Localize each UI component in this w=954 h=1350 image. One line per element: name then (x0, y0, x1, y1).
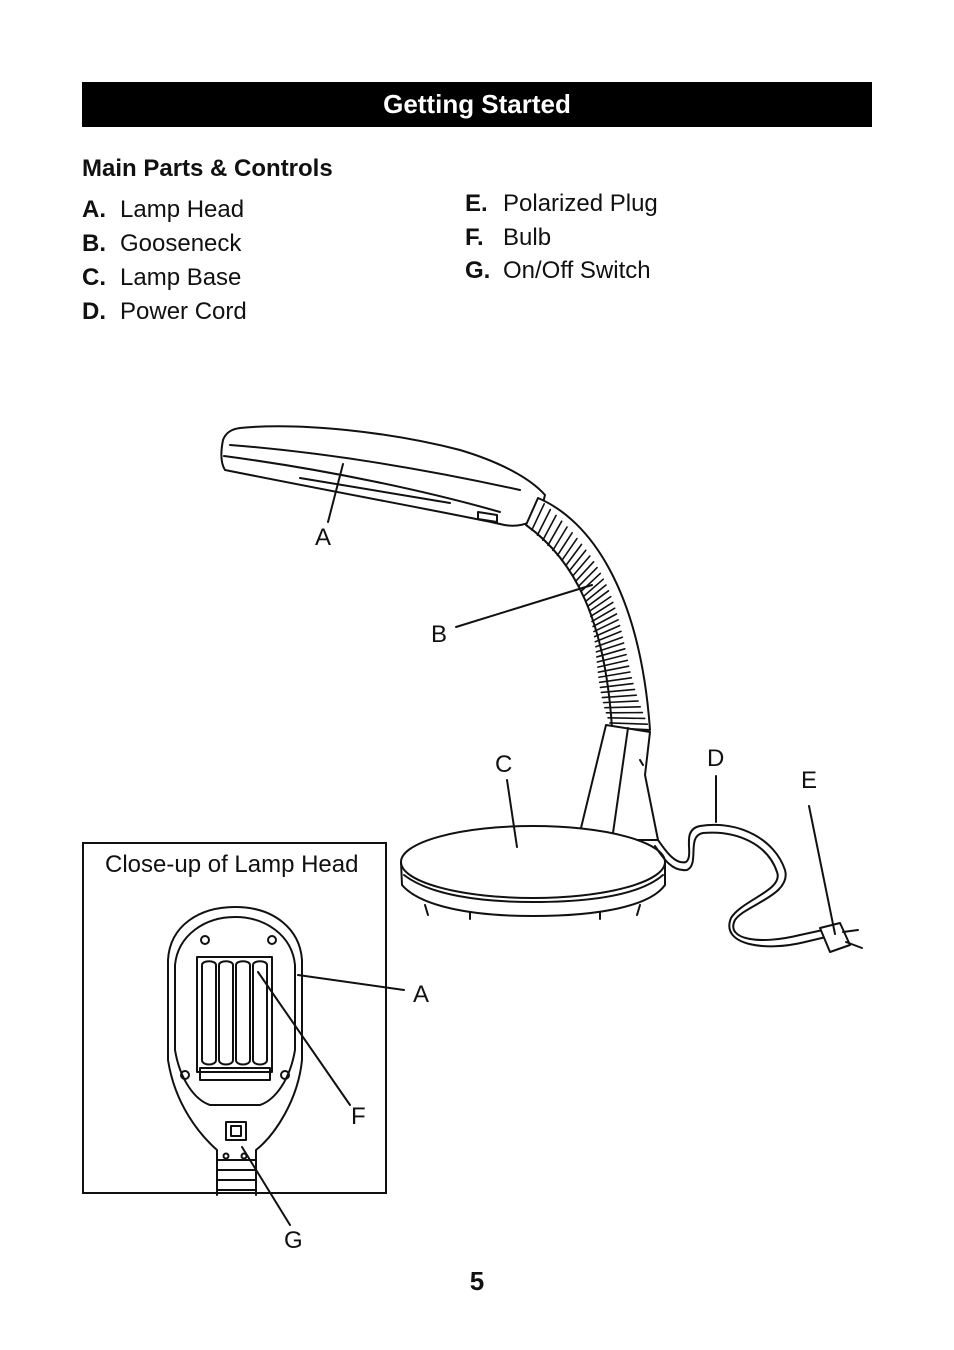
gooseneck-rib (604, 705, 641, 709)
gooseneck-rib (589, 601, 614, 618)
gooseneck-rib (578, 566, 598, 587)
power-cord-drawing (654, 823, 827, 948)
gooseneck-rib (556, 531, 573, 557)
gooseneck-rib (531, 502, 546, 531)
page-number: 5 (469, 1266, 485, 1296)
part-label: Gooseneck (120, 230, 242, 257)
gooseneck-rib (599, 682, 634, 689)
gooseneck-rib (602, 700, 639, 704)
gooseneck-rib (547, 520, 563, 547)
gooseneck-rib (588, 595, 612, 613)
gooseneck-rib (595, 636, 624, 648)
gooseneck-drawing (525, 497, 651, 731)
gooseneck-rib (583, 578, 605, 597)
gooseneck-rib (592, 613, 618, 628)
gooseneck-rib (585, 584, 607, 602)
gooseneck-rib (568, 549, 587, 572)
gooseneck-rib (601, 694, 638, 699)
part-letter: E. (465, 190, 488, 217)
callout-g: G (284, 1227, 303, 1254)
part-item-d: D. Power Cord (82, 295, 247, 329)
callout-e: E (801, 767, 818, 794)
gooseneck-rib (560, 537, 578, 562)
part-item-f: F. Bulb (465, 221, 658, 255)
gooseneck-rib (596, 653, 627, 663)
callout-a: A (315, 524, 332, 551)
part-letter: D. (82, 298, 106, 325)
callout-d: D (707, 745, 725, 772)
part-label: Power Cord (120, 298, 247, 325)
gooseneck-rib (586, 589, 610, 608)
gooseneck-rib (552, 526, 568, 552)
part-item-e: E. Polarized Plug (465, 187, 658, 221)
gooseneck-rib (597, 659, 629, 668)
part-item-a: A. Lamp Head (82, 193, 247, 227)
part-label: Bulb (503, 223, 552, 251)
gooseneck-rib (598, 671, 631, 679)
gooseneck-rib (572, 555, 591, 577)
callout-f: F (351, 1103, 366, 1130)
gooseneck-rib (598, 676, 633, 684)
part-letter: G. (465, 257, 491, 284)
gooseneck-rib (591, 607, 616, 623)
part-letter: A. (82, 196, 106, 223)
gooseneck-rib (594, 630, 622, 643)
part-label: Lamp Base (120, 264, 242, 291)
header-banner: Getting Started (82, 82, 872, 127)
gooseneck-rib (536, 508, 552, 536)
parts-list-right: E. Polarized Plug F. Bulb G. On/Off Switch (465, 187, 658, 288)
part-item-c: C. Lamp Base (82, 261, 247, 295)
lamp-base-drawing (400, 724, 666, 920)
gooseneck-rib (596, 647, 626, 658)
section-title: Main Parts & Controls (82, 155, 333, 182)
gooseneck-rib (607, 717, 646, 720)
closeup-inset-box (82, 842, 387, 1194)
gooseneck-rib (595, 642, 625, 653)
callout-a-closeup: A (413, 981, 430, 1008)
gooseneck-rib (564, 543, 583, 567)
part-letter: F. (465, 223, 484, 251)
gooseneck-rib (575, 560, 595, 582)
leader-lines (327, 463, 836, 935)
lamp-head-closeup-drawing (167, 906, 303, 1196)
header-title: Getting Started (383, 89, 571, 119)
gooseneck-rib (593, 618, 619, 633)
part-label: On/Off Switch (503, 257, 651, 284)
gooseneck-rib (609, 722, 649, 726)
part-label: Polarized Plug (503, 190, 658, 217)
lamp-head-drawing (220, 425, 546, 527)
callout-b: B (431, 621, 448, 648)
gooseneck-rib (542, 514, 557, 542)
parts-list-left: A. Lamp Head B. Gooseneck C. Lamp Base D. Po… (82, 193, 247, 329)
inset-title: Close-up of Lamp Head (105, 851, 359, 878)
part-letter: B. (82, 230, 106, 257)
gooseneck-rib (600, 688, 636, 694)
callout-c: C (495, 751, 513, 778)
part-item-g: G. On/Off Switch (465, 254, 658, 288)
gooseneck-rib (593, 624, 621, 638)
part-label: Lamp Head (120, 196, 245, 223)
part-item-b: B. Gooseneck (82, 227, 247, 261)
part-letter: C. (82, 264, 106, 291)
polarized-plug-drawing (819, 922, 863, 953)
gooseneck-rib (597, 665, 630, 673)
